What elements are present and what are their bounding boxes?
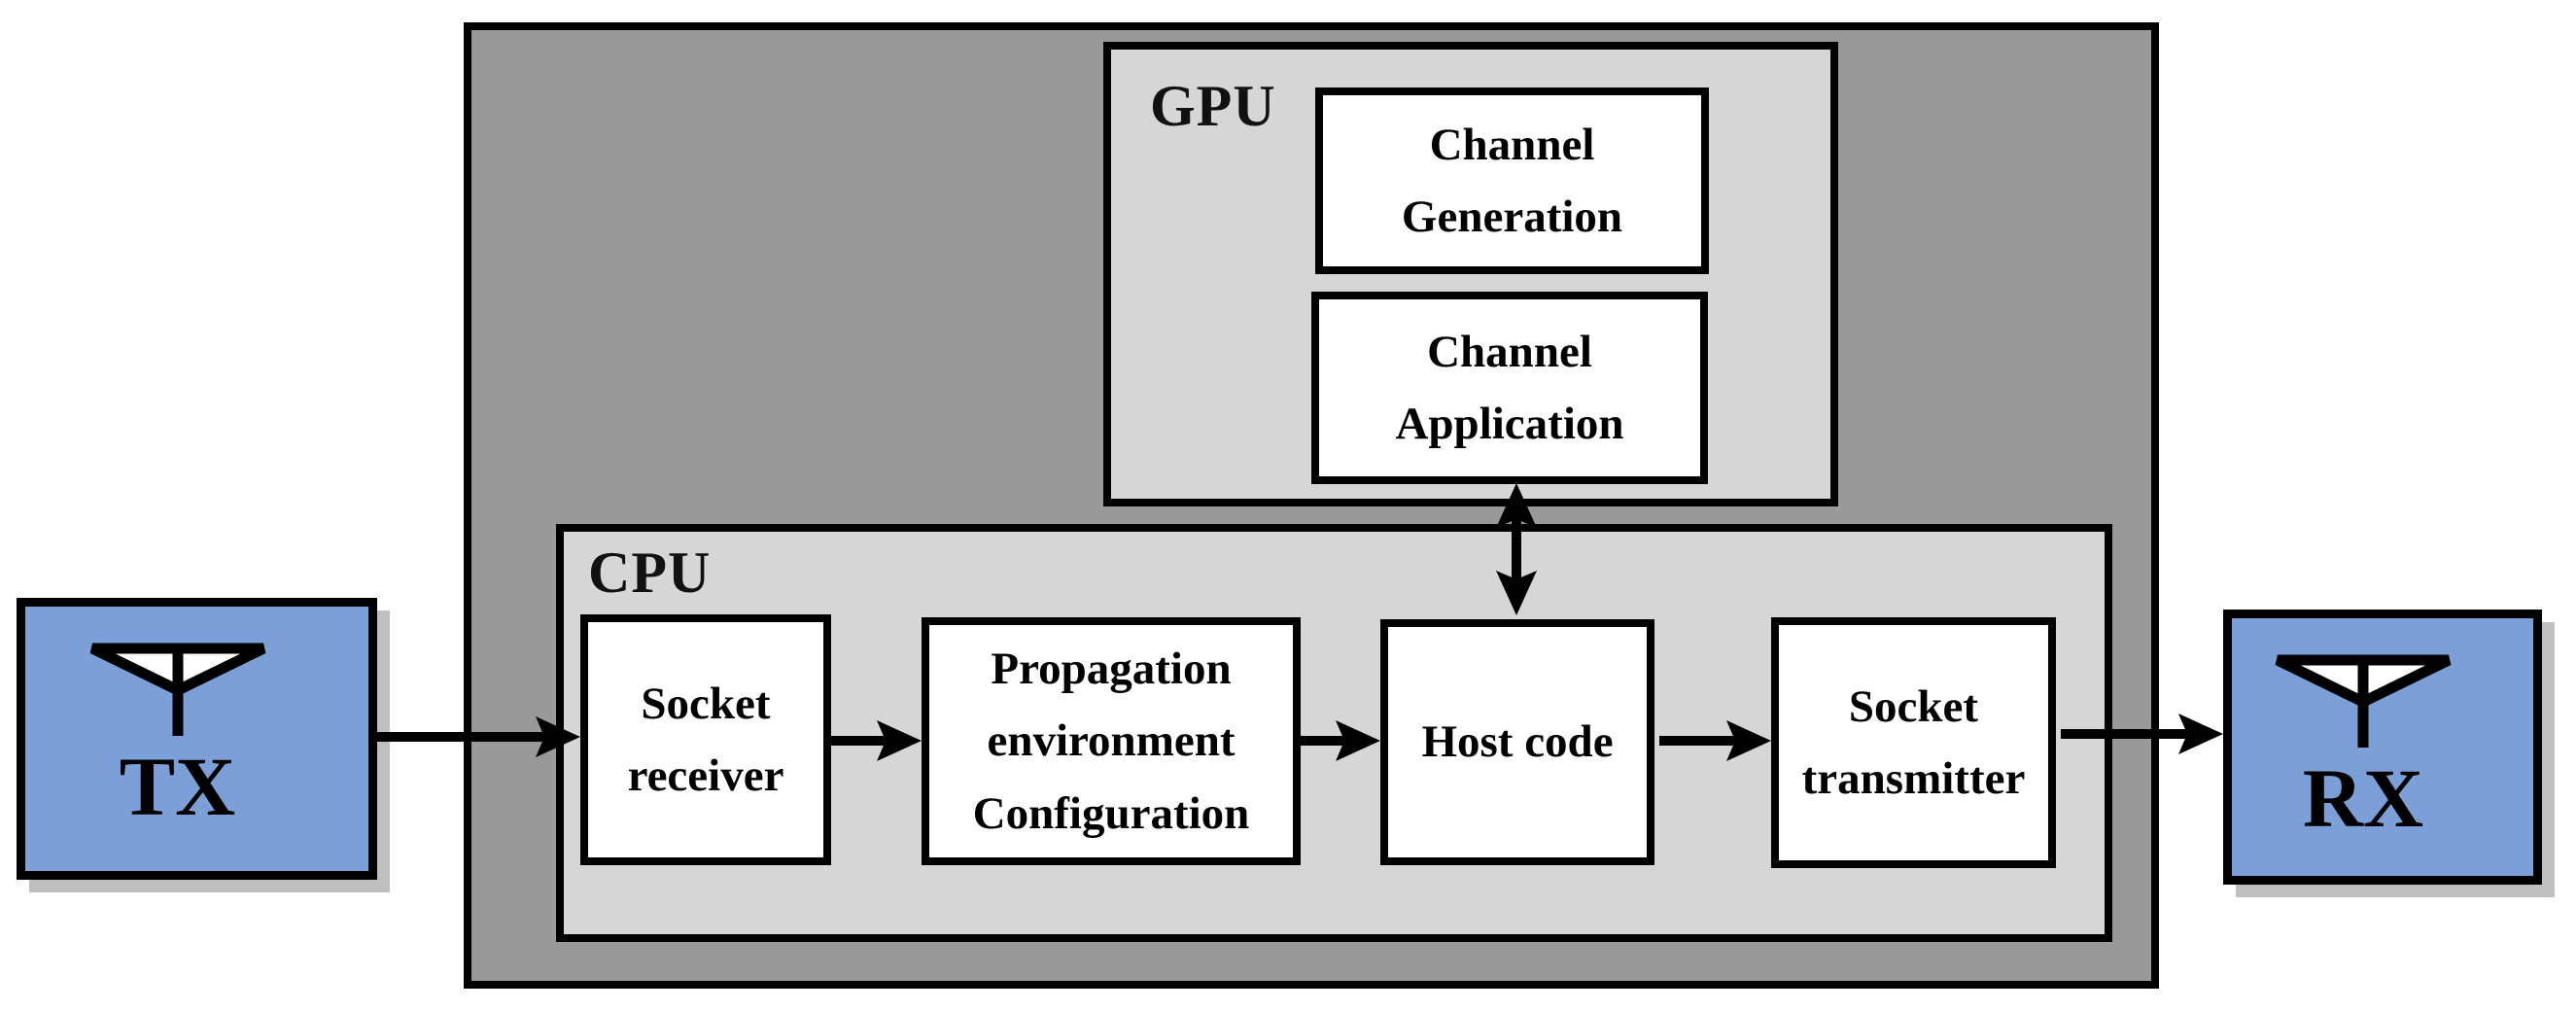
host-machine-container: GPU Channel Generation Channel Applicati… [464,22,2159,989]
channel-application-box: Channel Application [1311,292,1708,484]
socket-transmitter-box: Socket transmitter [1771,617,2056,868]
socket-receiver-label: Socket receiver [627,678,784,801]
tx-node: TX [17,598,377,880]
antenna-icon [2275,654,2452,748]
channel-generation-box: Channel Generation [1315,87,1709,274]
cpu-panel: CPU Socket receiver Propagation environm… [556,524,2112,942]
rx-label: RX [2302,751,2424,845]
rx-node: RX [2223,610,2542,885]
propagation-configuration-label: Propagation environment Configuration [972,644,1250,839]
socket-transmitter-label: Socket transmitter [1801,680,2026,804]
host-code-label: Host code [1421,716,1614,768]
propagation-configuration-box: Propagation environment Configuration [922,617,1301,865]
gpu-panel: GPU Channel Generation Channel Applicati… [1103,42,1838,506]
channel-generation-label: Channel Generation [1401,119,1623,242]
socket-receiver-box: Socket receiver [580,614,831,865]
tx-label: TX [119,740,236,833]
gpu-panel-label: GPU [1150,74,1276,138]
channel-application-label: Channel Application [1395,326,1624,449]
antenna-icon [89,643,265,736]
host-code-box: Host code [1380,619,1654,865]
cpu-panel-label: CPU [588,540,712,605]
